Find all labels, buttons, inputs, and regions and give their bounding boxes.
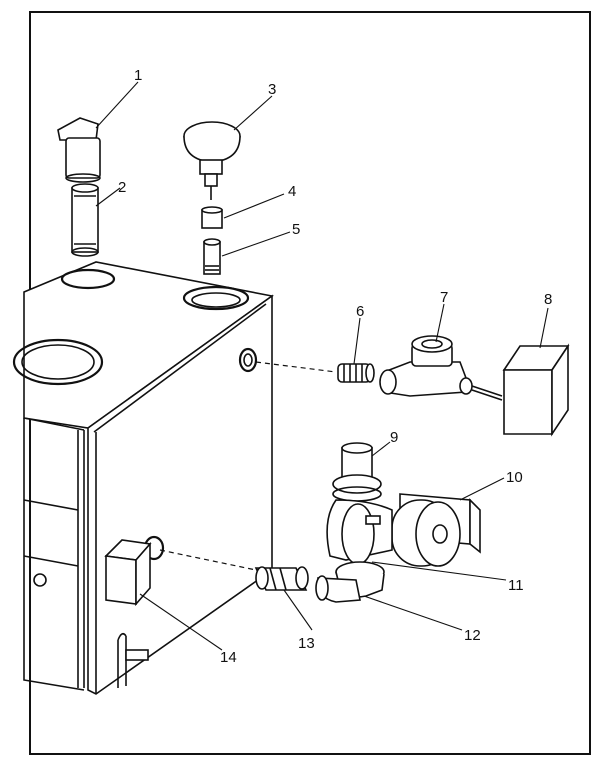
callout-10: 10 bbox=[506, 469, 523, 486]
callout-4: 4 bbox=[288, 183, 296, 200]
callout-13: 13 bbox=[298, 635, 315, 652]
leader-lines bbox=[95, 81, 549, 651]
callout-3: 3 bbox=[268, 81, 276, 98]
callout-6: 6 bbox=[356, 303, 364, 320]
callout-1: 1 bbox=[134, 67, 142, 84]
part-8-control-box bbox=[502, 343, 570, 437]
part-13-threaded-nipple bbox=[254, 566, 309, 591]
part-2-nipple bbox=[71, 183, 99, 257]
part-1-vent-cap bbox=[57, 117, 101, 183]
callout-8: 8 bbox=[544, 291, 552, 308]
assembly-line-upper bbox=[255, 361, 337, 373]
part-6-short-nipple bbox=[337, 363, 375, 383]
part-10-pump-motor bbox=[391, 493, 481, 567]
part-9-flange bbox=[332, 442, 382, 502]
callout-11: 11 bbox=[508, 577, 524, 594]
part-12-elbow-flange bbox=[315, 561, 385, 603]
boiler-cabinet bbox=[12, 261, 274, 695]
part-11-pump-body bbox=[326, 499, 393, 565]
part-5-nipple bbox=[203, 238, 221, 275]
callout-7: 7 bbox=[440, 289, 448, 306]
assembly-line-lower bbox=[159, 549, 257, 571]
callout-14: 14 bbox=[220, 649, 237, 666]
part-14-aquastat bbox=[104, 539, 152, 607]
part-3-valve-knob bbox=[183, 121, 241, 200]
part-4-coupling bbox=[201, 206, 223, 229]
part-7-tee-fitting bbox=[379, 335, 503, 401]
callout-12: 12 bbox=[464, 627, 481, 644]
callout-2: 2 bbox=[118, 179, 126, 196]
callout-9: 9 bbox=[390, 429, 398, 446]
callout-5: 5 bbox=[292, 221, 300, 238]
